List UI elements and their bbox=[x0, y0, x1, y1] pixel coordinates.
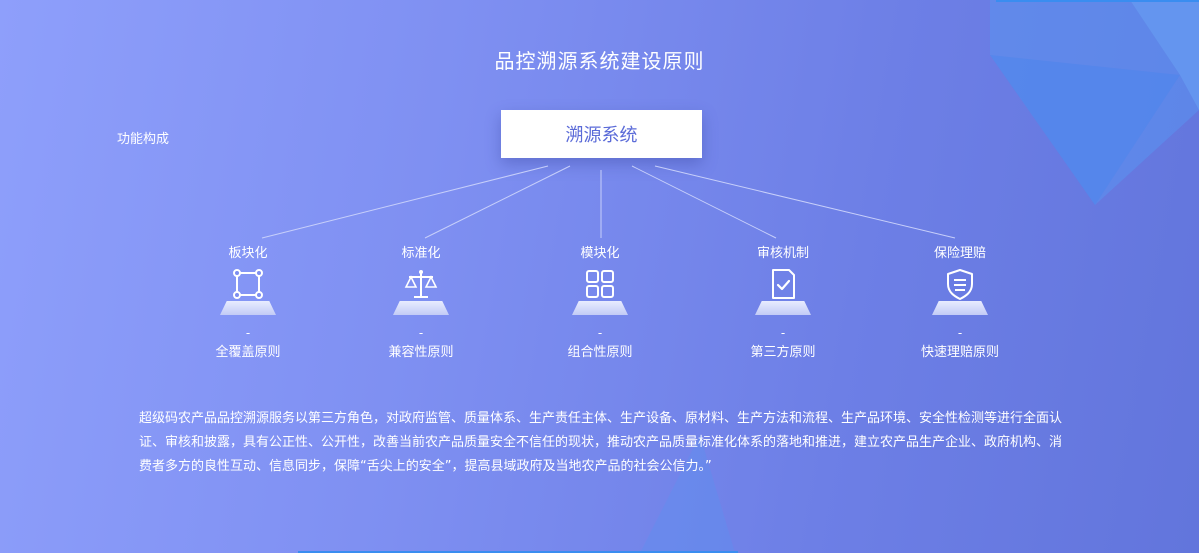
principle-node-2: 标准化 - 兼容性原则 bbox=[361, 245, 481, 360]
grid-modules-icon bbox=[586, 270, 614, 298]
description-text: 超级码农产品品控溯源服务以第三方角色，对政府监管、质量体系、生产责任主体、生产设… bbox=[139, 411, 1063, 474]
principle-node-1: 板块化 - 全覆盖原则 bbox=[188, 245, 308, 360]
principle-subtitle: 全覆盖原则 bbox=[215, 345, 281, 360]
principle-label: 板块化 bbox=[228, 246, 268, 261]
icon-platform bbox=[572, 301, 628, 315]
principle-node-3: 模块化 - 组合性原则 bbox=[540, 245, 660, 360]
scale-icon bbox=[404, 270, 438, 298]
top-accent-line bbox=[996, 0, 1199, 2]
side-label: 功能构成 bbox=[117, 132, 170, 147]
principle-label: 保险理赔 bbox=[933, 246, 986, 261]
icon-platform bbox=[393, 301, 449, 315]
principle-node-5: 保险理赔 - 快速理赔原则 bbox=[900, 245, 1020, 360]
icon-platform bbox=[932, 301, 988, 315]
root-node: 溯源系统 bbox=[501, 110, 702, 158]
bottom-accent-line bbox=[298, 551, 738, 553]
square-frame-icon bbox=[233, 269, 263, 299]
separator-dash: - bbox=[957, 326, 963, 340]
principle-subtitle: 第三方原则 bbox=[750, 345, 816, 360]
checked-document-icon bbox=[772, 269, 795, 299]
principle-label: 审核机制 bbox=[756, 246, 809, 261]
principle-subtitle: 组合性原则 bbox=[567, 345, 633, 360]
icon-platform bbox=[755, 301, 811, 315]
icon-platform bbox=[220, 301, 276, 315]
principle-label: 模块化 bbox=[580, 246, 620, 261]
shield-icon bbox=[947, 269, 973, 300]
separator-dash: - bbox=[418, 326, 424, 340]
principle-node-4: 审核机制 - 第三方原则 bbox=[723, 245, 843, 360]
separator-dash: - bbox=[245, 326, 251, 340]
separator-dash: - bbox=[597, 326, 603, 340]
principle-subtitle: 快速理赔原则 bbox=[920, 345, 999, 360]
root-node-label: 溯源系统 bbox=[565, 125, 638, 146]
principle-subtitle: 兼容性原则 bbox=[388, 345, 454, 360]
separator-dash: - bbox=[780, 326, 786, 340]
page-title: 品控溯源系统建设原则 bbox=[494, 49, 705, 73]
principle-label: 标准化 bbox=[401, 246, 441, 261]
